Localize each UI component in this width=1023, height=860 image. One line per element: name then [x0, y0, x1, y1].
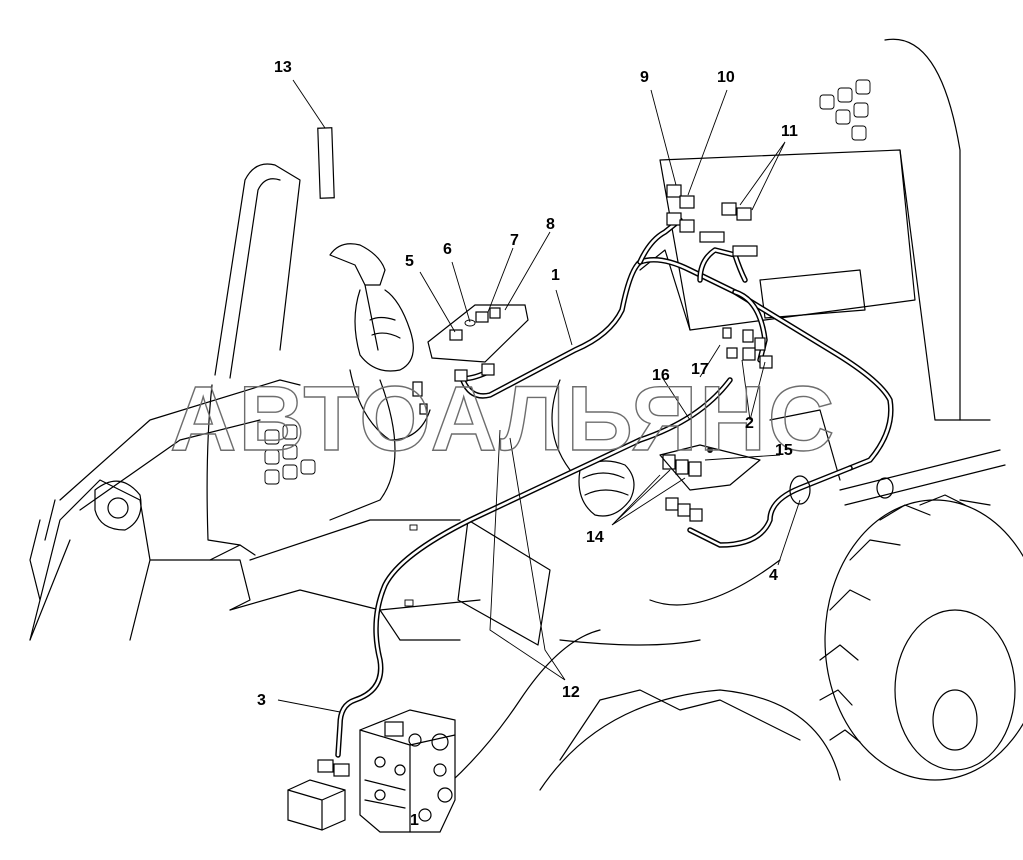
watermark: АВТОАЛЬЯНС — [170, 368, 836, 470]
callout-9: 9 — [640, 69, 649, 86]
callout-5: 5 — [405, 253, 414, 270]
wheel-right — [819, 494, 1023, 781]
switch-panel — [427, 304, 529, 363]
vent-grille-left — [264, 424, 316, 485]
callout-17: 17 — [691, 361, 709, 378]
joystick-right — [551, 379, 635, 517]
vent-grille — [819, 79, 871, 141]
callout-1-top: 1 — [551, 267, 560, 284]
machine-outline — [29, 38, 1023, 801]
joystick-left — [329, 243, 431, 441]
callout-2: 2 — [745, 415, 754, 432]
callout-10: 10 — [717, 69, 735, 86]
callout-3: 3 — [257, 692, 266, 709]
control-valve — [287, 709, 456, 833]
wire-harness-4 — [687, 465, 853, 548]
callout-14: 14 — [586, 529, 604, 546]
callout-11: 11 — [781, 123, 798, 140]
leader-lines — [277, 79, 801, 713]
callout-15: 15 — [775, 442, 793, 459]
wire-harness-3 — [335, 377, 733, 758]
connectors — [317, 184, 773, 777]
plate-12 — [457, 519, 551, 646]
callout-6: 6 — [443, 241, 452, 258]
document-holder-13 — [317, 127, 335, 199]
callout-labels: 13 9 10 11 5 6 7 8 1 16 17 2 15 14 4 12 … — [257, 59, 798, 829]
callout-1-bottom: 1 — [410, 812, 419, 829]
callout-8: 8 — [546, 216, 555, 233]
callout-12: 12 — [562, 684, 580, 701]
callout-13: 13 — [274, 59, 292, 76]
callout-4: 4 — [769, 567, 778, 584]
callout-16: 16 — [652, 367, 670, 384]
callout-7: 7 — [510, 232, 519, 249]
